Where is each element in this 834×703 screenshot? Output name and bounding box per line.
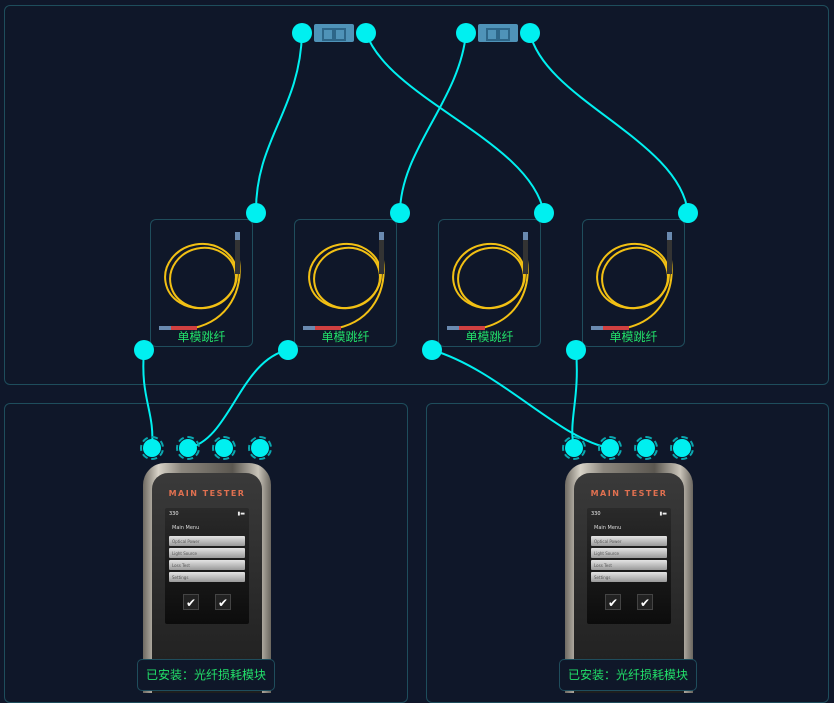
cord-end-port[interactable]: [566, 340, 586, 360]
fiber-cord-icon: [447, 232, 529, 330]
fiber-coupler-icon[interactable]: [314, 24, 354, 42]
coupler-port[interactable]: [520, 23, 540, 43]
menu-item[interactable]: Light Source: [591, 548, 667, 558]
coupler-port[interactable]: [356, 23, 376, 43]
installed-module-label: 已安装：光纤损耗模块: [137, 659, 275, 691]
patch-cord-card[interactable]: 单模跳纤: [294, 219, 397, 347]
check-icon[interactable]: ✔: [183, 594, 199, 610]
check-icon[interactable]: ✔: [637, 594, 653, 610]
battery-icon: ▮▬: [659, 511, 667, 517]
battery-icon: ▮▬: [237, 511, 245, 517]
fiber-cord-icon: [591, 232, 673, 330]
fiber-cord-icon: [303, 232, 385, 330]
patch-cord-card[interactable]: 单模跳纤: [582, 219, 685, 347]
menu-item[interactable]: Light Source: [169, 548, 245, 558]
device-brand: MAIN TESTER: [168, 489, 246, 498]
cord-end-port[interactable]: [678, 203, 698, 223]
device-port[interactable]: [212, 436, 236, 460]
menu-item[interactable]: Optical Power: [169, 536, 245, 546]
installed-module-label: 已安装：光纤损耗模块: [559, 659, 697, 691]
patch-cord-label: 单模跳纤: [177, 330, 226, 344]
device-port[interactable]: [562, 436, 586, 460]
coupler-port[interactable]: [456, 23, 476, 43]
menu-item[interactable]: Optical Power: [591, 536, 667, 546]
cord-end-port[interactable]: [246, 203, 266, 223]
device-port[interactable]: [634, 436, 658, 460]
device-screen: 330 ▮▬ Main Menu Optical Power Light Sour…: [587, 508, 671, 624]
cord-end-port[interactable]: [390, 203, 410, 223]
device-port[interactable]: [176, 436, 200, 460]
status-time: 330: [591, 511, 601, 517]
main-tester-device[interactable]: MAIN TESTER 330 ▮▬ Main Menu Optical Powe…: [143, 463, 271, 693]
fiber-cord-icon: [159, 232, 241, 330]
device-port[interactable]: [670, 436, 694, 460]
screen-title: Main Menu: [172, 525, 200, 531]
cord-end-port[interactable]: [422, 340, 442, 360]
patch-cord-label: 单模跳纤: [321, 330, 370, 344]
menu-item[interactable]: Settings: [591, 572, 667, 582]
coupler-port[interactable]: [292, 23, 312, 43]
device-port[interactable]: [598, 436, 622, 460]
menu-item[interactable]: Loss Test: [591, 560, 667, 570]
fiber-coupler-icon[interactable]: [478, 24, 518, 42]
device-screen: 330 ▮▬ Main Menu Optical Power Light Sour…: [165, 508, 249, 624]
check-icon[interactable]: ✔: [215, 594, 231, 610]
main-tester-device[interactable]: MAIN TESTER 330 ▮▬ Main Menu Optical Powe…: [565, 463, 693, 693]
check-icon[interactable]: ✔: [605, 594, 621, 610]
patch-cord-card[interactable]: 单模跳纤: [438, 219, 541, 347]
cord-end-port[interactable]: [534, 203, 554, 223]
device-port[interactable]: [248, 436, 272, 460]
cord-end-port[interactable]: [278, 340, 298, 360]
patch-panel-area: [4, 5, 829, 385]
menu-item[interactable]: Settings: [169, 572, 245, 582]
cord-end-port[interactable]: [134, 340, 154, 360]
device-port[interactable]: [140, 436, 164, 460]
screen-title: Main Menu: [594, 525, 622, 531]
patch-cord-label: 单模跳纤: [609, 330, 658, 344]
status-time: 330: [169, 511, 179, 517]
menu-item[interactable]: Loss Test: [169, 560, 245, 570]
patch-cord-label: 单模跳纤: [465, 330, 514, 344]
patch-cord-card[interactable]: 单模跳纤: [150, 219, 253, 347]
device-brand: MAIN TESTER: [590, 489, 668, 498]
